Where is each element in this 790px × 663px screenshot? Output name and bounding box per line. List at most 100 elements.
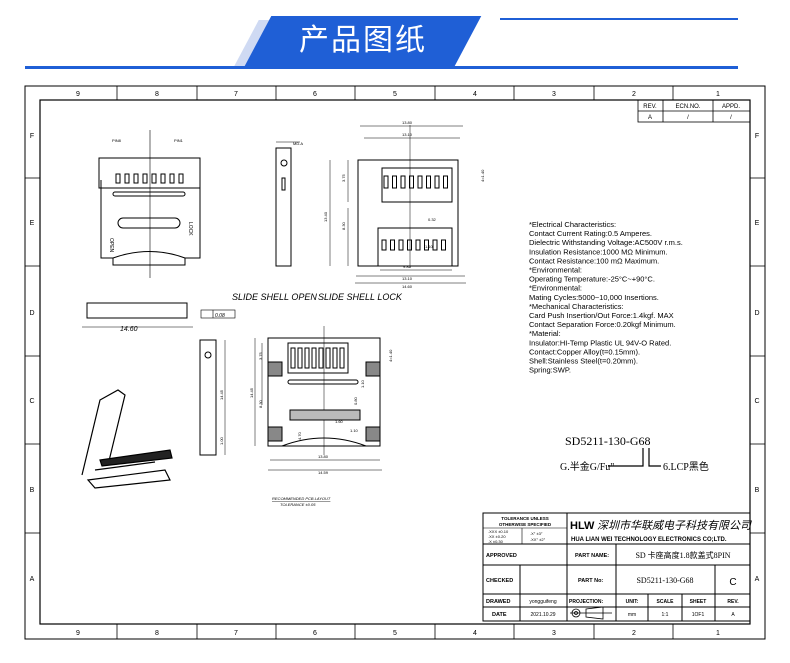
isometric-view [81,389,173,489]
flatness-value: 0.08 [215,313,225,319]
dim-label: 13.40 [323,211,328,222]
zone-column-label: 1 [716,91,720,98]
sheet-label: SHEET [690,599,707,605]
dim-label: 4.70 [297,431,302,440]
zone-column-label: 3 [552,630,556,637]
spec-line: *Electrical Characteristics: [529,220,616,229]
zone-column-label: 9 [76,630,80,637]
company-name-cn: 深圳市华联威电子科技有限公司 [597,519,752,532]
spec-line: Insulator:HI-Temp Plastic UL 94V-O Rated… [529,338,671,347]
tolerance-value: .XXX ±0.10 [488,529,509,534]
sheet-value: 1OF1 [692,612,705,618]
zone-column-label: 4 [473,91,477,98]
spec-line: *Environmental: [529,266,582,275]
company-logo: HLW [570,520,595,532]
zone-row-label: E [30,220,35,227]
ecn-value: / [687,115,689,121]
part-name-label: PART NAME: [575,553,609,559]
contact-pin [434,175,440,189]
contact-pin [383,175,389,189]
ecn-header: ECN.NO. [675,104,700,110]
dim-label: 1.10 [425,244,434,249]
contact-pin [311,347,317,369]
scale-value: 1:1 [662,612,669,618]
zone-column-label: 2 [632,630,636,637]
zone-row-label: B [30,487,35,494]
part-no-label: PART No: [578,578,603,584]
drawing-rev-letter: C [729,577,736,588]
header-accent-line [500,18,738,20]
contact-pin [390,239,395,251]
zone-row-label: F [755,133,759,140]
outer-frame [24,85,766,640]
contact-pin [160,173,166,184]
zone-column-label: 9 [76,91,80,98]
dim-label: 14.45 [219,389,224,400]
spec-line: *Material: [529,329,561,338]
contact-pin [398,239,404,251]
page-title: 产品图纸 [299,23,427,58]
contact-pin [133,173,139,184]
tolerance-value: .XX ±0.20 [488,534,506,539]
dim-label: 13.80 [318,454,329,459]
tolerance-value: .X° ±3° [530,531,543,536]
plating-note: G.半金G/Fu" [560,460,614,473]
contact-pin [178,173,184,184]
contact-pin [400,175,406,189]
zone-row-label: A [755,576,760,583]
contact-pin [169,173,175,184]
zone-row-label: B [755,487,760,494]
dim-label: 13.10 [402,132,413,137]
spec-line: Contact Separation Force:0.20kgf Minimum… [529,320,676,329]
zone-row-label: F [30,133,34,140]
spec-line: Contact:Copper Alloy(t=0.15mm). [529,347,640,356]
contact-pin [417,175,423,189]
contact-pin [151,173,157,184]
contact-pin [381,239,387,251]
dim-label: 14.59 [318,470,329,475]
rev-value: A [731,612,735,618]
rev-value: A [648,115,652,121]
inner-frame [39,99,751,625]
contact-pin [304,347,310,369]
dim-label: 3.75 [341,173,346,182]
date-value: 2021.10.29 [530,612,555,618]
contact-pin [297,347,303,369]
layout-tolerance: TOLERANCE ±0.05 [280,502,316,507]
dim-label: 0.80 [353,396,358,405]
zone-column-label: 6 [313,91,317,98]
contact-pin [441,239,446,251]
zone-column-label: 3 [552,91,556,98]
caption-slide-shell-open: SLIDE SHELL OPEN [232,292,317,302]
contact-pin [142,173,148,184]
front-view: 14.60 0.08 [82,302,236,333]
tolerance-title: OTHERWISE SPECIFIED [499,522,552,527]
zone-row-label: A [30,576,35,583]
dim-label: 9.85 [403,264,412,269]
zone-column-label: 8 [155,91,159,98]
spec-line: *Environmental: [529,284,582,293]
header-rule [25,66,738,69]
spec-line: Contact Current Rating:0.5 Amperes. [529,229,652,238]
lock-label: LOCK [187,222,193,236]
appd-value: / [730,115,732,121]
part-code-legend: SD5211-130-G68 G.半金G/Fu" 6.LCP黑色 [560,434,709,473]
contact-pin [432,239,438,251]
contact-pin [332,347,338,369]
pin8-label: PIN8 [112,138,122,143]
zone-row-label: D [754,310,759,317]
spec-line: Insulation Resistance:1000 MΩ Minimum. [529,247,668,256]
part-code: SD5211-130-G68 [565,434,651,448]
company-name-en: HUA LIAN WEI TECHNOLOGY ELECTRONICS CO;L… [571,537,727,543]
appd-header: APPD. [722,104,740,110]
bottom-side-view: 14.45 1.00 [199,339,226,456]
contact-pin [426,175,431,189]
part-no: SD5211-130-G68 [636,576,693,585]
scale-label: SCALE [657,599,675,605]
checked-label: CHECKED [486,578,513,584]
dim-label: 1.00 [219,436,224,445]
dim-label: 4=1.40 [388,349,393,362]
approved-label: APPROVED [486,553,517,559]
